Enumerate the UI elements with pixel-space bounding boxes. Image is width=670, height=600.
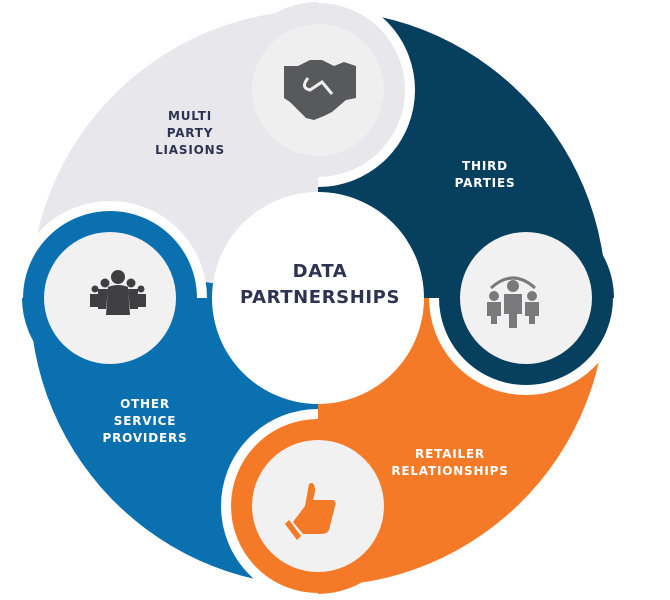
icon-circle xyxy=(460,232,592,364)
center-circle xyxy=(212,192,424,404)
label-line: OTHER xyxy=(120,397,170,411)
label-third-parties: THIRD PARTIES xyxy=(455,159,516,190)
label-line: PARTY xyxy=(167,126,214,140)
handshake-icon xyxy=(284,60,356,120)
lobe-gap xyxy=(13,201,207,299)
label-line: LIASIONS xyxy=(155,143,225,157)
lobe-gap xyxy=(317,0,415,187)
label-line: THIRD xyxy=(462,159,508,173)
label-line: RETAILER xyxy=(415,447,485,461)
group-icon xyxy=(90,270,146,315)
label-line: RELATIONSHIPS xyxy=(391,464,508,478)
center-title-line-2: PARTNERSHIPS xyxy=(240,287,400,308)
center-title-line-1: DATA xyxy=(293,261,348,282)
label-retailer-relationships: RETAILER RELATIONSHIPS xyxy=(391,447,508,478)
team-leader-icon xyxy=(487,276,539,328)
lobe-third-parties xyxy=(429,210,623,395)
label-multi-party-liasions: MULTI PARTY LIASIONS xyxy=(155,109,225,157)
label-other-service-providers: OTHER SERVICE PROVIDERS xyxy=(103,397,188,445)
label-line: PARTIES xyxy=(455,176,516,190)
lobe-gap xyxy=(221,409,319,600)
label-line: SERVICE xyxy=(114,414,176,428)
label-line: MULTI xyxy=(168,109,212,123)
lobe-gap xyxy=(429,297,623,395)
label-line: PROVIDERS xyxy=(103,431,188,445)
thumbs-up-icon xyxy=(285,483,336,540)
